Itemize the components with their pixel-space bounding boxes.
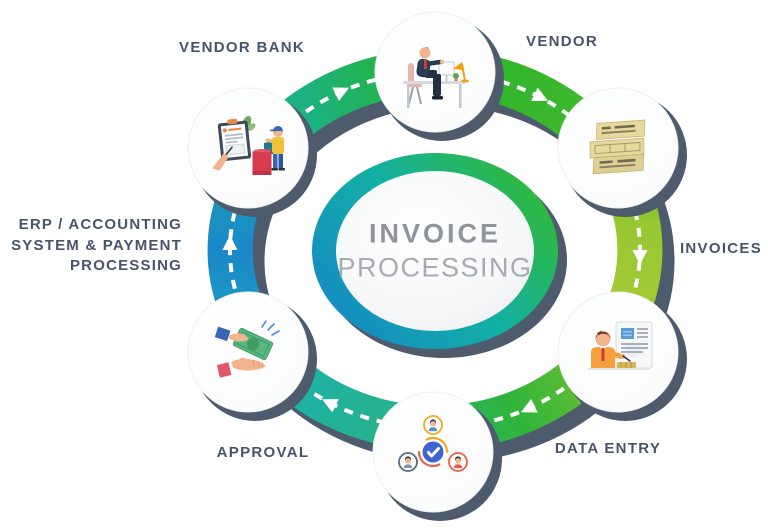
arrow-dash-bottom-right (484, 376, 579, 425)
clerk-data-entry-icon (588, 321, 653, 370)
label-invoices: INVOICES (679, 240, 763, 257)
label-erp-accounting: ERP / ACCOUNTING SYSTEM & PAYMENT PROCES… (4, 215, 182, 277)
businessman-at-desk-icon (403, 47, 469, 108)
arrow-dash-top-left (291, 75, 386, 124)
payment-hands-icon (214, 320, 280, 378)
node-vendor-bank (187, 87, 317, 217)
label-erp-line3: PROCESSING (69, 257, 182, 274)
invoice-stack-icon (589, 119, 646, 175)
node-vendor (374, 11, 504, 141)
center-subtitle: PROCESSING (337, 252, 533, 283)
node-invoices (557, 87, 687, 217)
center-title-block: INVOICE PROCESSING (337, 219, 532, 284)
center-medallion (312, 153, 567, 358)
arrowhead-icon (322, 398, 339, 413)
arrowhead-icon (332, 87, 350, 102)
arrowhead-icon (520, 398, 538, 413)
arrowhead-icon (222, 235, 238, 250)
label-approval: APPROVAL (216, 444, 310, 461)
bank-counter-clipboard-icon (212, 115, 285, 175)
arrow-dash-left (228, 194, 242, 306)
label-erp-line1: ERP / ACCOUNTING (18, 216, 182, 233)
arrowhead-icon (632, 250, 648, 265)
label-data-entry: DATA ENTRY (554, 440, 662, 457)
center-title: INVOICE (368, 218, 502, 249)
node-erp-payment (187, 291, 317, 421)
arrowhead-icon (531, 87, 548, 102)
flow-arrowheads (222, 87, 648, 413)
label-vendor-bank: VENDOR BANK (179, 39, 305, 56)
node-approval (372, 391, 502, 521)
center-white-disc (336, 171, 534, 331)
label-vendor: VENDOR (526, 33, 598, 50)
team-approval-check-icon (398, 415, 468, 472)
label-erp-line2: SYSTEM & PAYMENT (11, 236, 182, 254)
node-data-entry (557, 291, 687, 421)
